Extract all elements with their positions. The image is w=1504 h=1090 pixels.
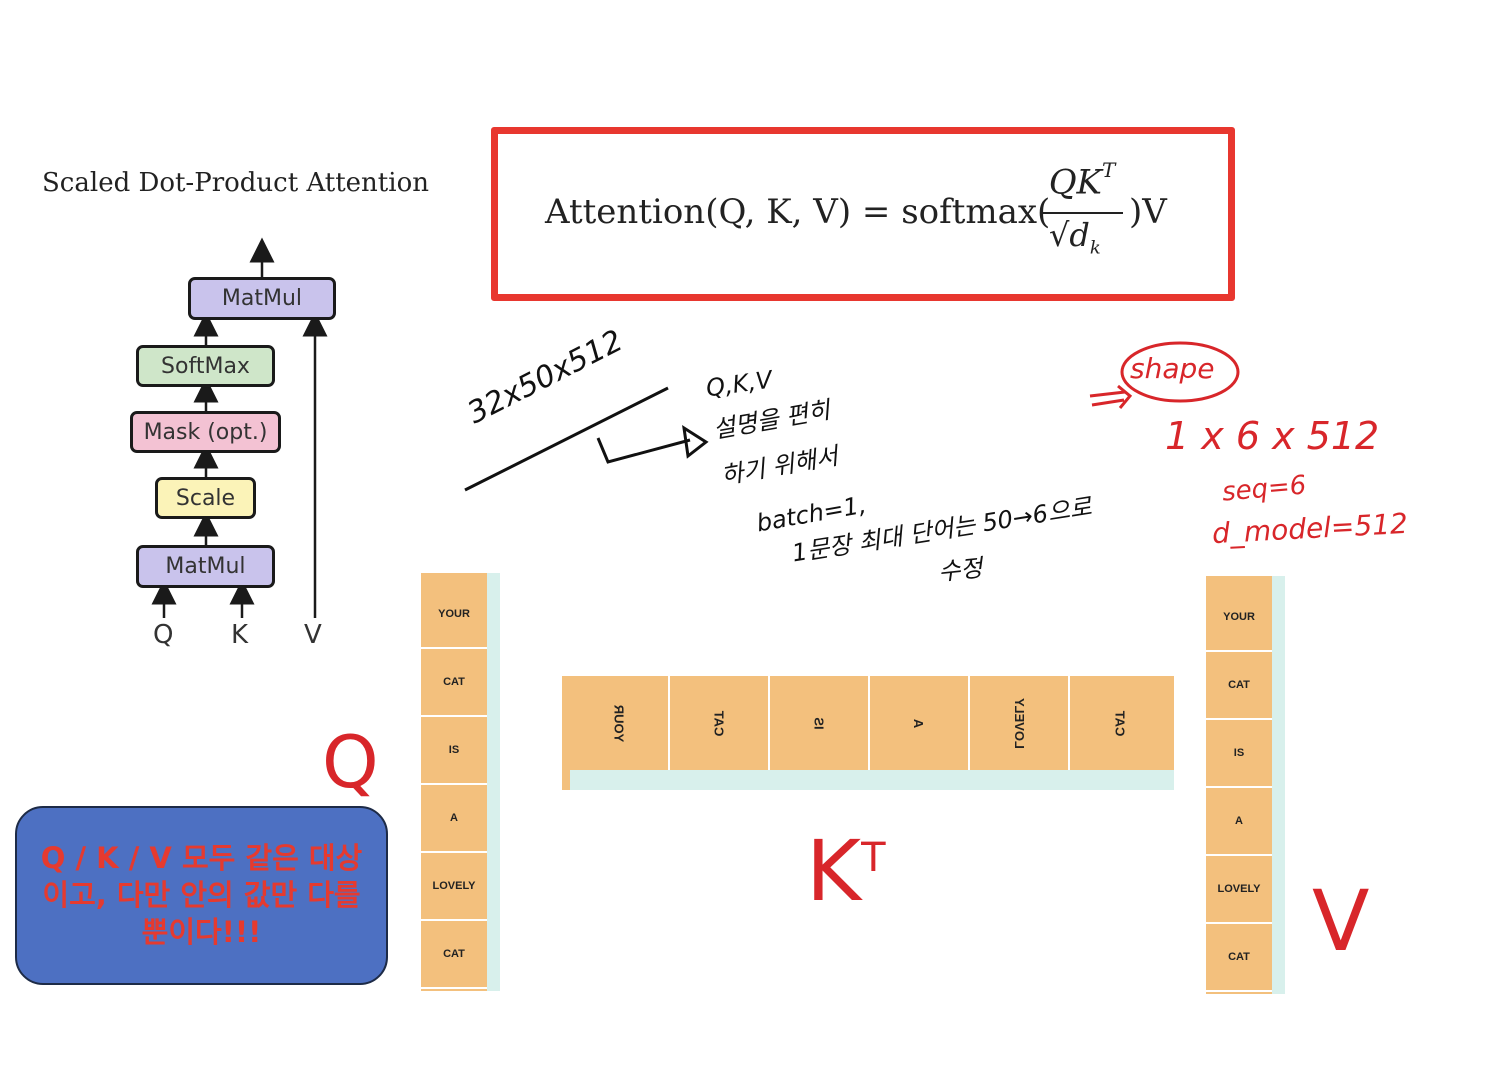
q-token: CAT: [421, 921, 487, 989]
shape-arrow: [1089, 384, 1133, 409]
kt-strip-left-edge: [562, 676, 570, 790]
v-token: YOUR: [1206, 584, 1272, 652]
formula-denominator: √dk: [1049, 216, 1101, 259]
input-q-label: Q: [153, 620, 174, 650]
matmul-top-label: MatMul: [221, 286, 303, 311]
v-strip-edge: [1272, 576, 1285, 994]
handwritten-shape: shape: [1130, 352, 1215, 385]
kt-token: CAT: [1112, 710, 1128, 736]
fraction-bar: [1041, 212, 1123, 214]
q-token-strip: YOUR CAT IS A LOVELY CAT: [421, 581, 487, 991]
scale-block: Scale: [155, 477, 256, 519]
kt-token: LOVELY: [970, 676, 1070, 770]
v-token: A: [1206, 788, 1272, 856]
v-token-strip: YOUR CAT IS A LOVELY CAT: [1206, 584, 1272, 994]
note-text: Q / K / V 모두 같은 대상이고, 다만 안의 값만 다를 뿐이다!!!: [40, 841, 363, 949]
formula-rhs: )V: [1129, 192, 1167, 232]
handwritten-note-6: 수정: [936, 553, 984, 587]
softmax-block: SoftMax: [136, 345, 275, 387]
input-v-label: V: [304, 620, 322, 650]
arrow-head-stroke: [682, 424, 709, 459]
matmul-bottom-label: MatMul: [165, 554, 246, 579]
v-token: IS: [1206, 720, 1272, 788]
formula-lhs: Attention(Q, K, V) = softmax(: [545, 192, 1051, 232]
kt-strip-bottom-edge: [570, 770, 1174, 790]
kt-token-strip: YOUR CAT IS A LOVELY CAT: [570, 676, 1174, 770]
mask-label: Mask (opt.): [143, 419, 268, 445]
matmul-top-block: MatMul: [188, 277, 336, 320]
formula-box: [491, 127, 1235, 301]
attention-formula: Attention(Q, K, V) = softmax( QKT √dk )V: [545, 158, 1185, 268]
kt-token: IS: [770, 676, 870, 770]
scale-label: Scale: [175, 485, 236, 511]
softmax-label: SoftMax: [161, 353, 250, 379]
arrow-stroke: [596, 437, 691, 464]
q-token: YOUR: [421, 581, 487, 649]
v-token: LOVELY: [1206, 856, 1272, 924]
note-box: Q / K / V 모두 같은 대상이고, 다만 안의 값만 다를 뿐이다!!!: [15, 806, 388, 985]
mask-block: Mask (opt.): [130, 411, 281, 453]
handwritten-red-dims: 1 x 6 x 512: [1165, 414, 1380, 458]
q-strip-edge: [487, 573, 500, 991]
underline-stroke: [464, 386, 669, 492]
diagram-title: Scaled Dot-Product Attention: [42, 168, 429, 198]
kt-token: CAT: [670, 676, 770, 770]
q-token: A: [421, 785, 487, 853]
q-token: CAT: [421, 649, 487, 717]
handwritten-q-label: Q: [322, 720, 379, 804]
v-token: CAT: [1206, 924, 1272, 992]
formula-fraction: QKT √dk: [1039, 158, 1125, 259]
q-strip-top: [421, 573, 487, 581]
shape-circle: [1120, 341, 1240, 403]
handwritten-v-label: V: [1312, 872, 1370, 970]
q-token: LOVELY: [421, 853, 487, 921]
kt-token: YOUR: [570, 676, 670, 770]
q-token: IS: [421, 717, 487, 785]
kt-token: A: [870, 676, 970, 770]
formula-numerator: QKT: [1048, 158, 1116, 203]
v-strip-top: [1206, 576, 1272, 584]
handwritten-kt-label: KT: [806, 822, 886, 920]
input-k-label: K: [231, 620, 249, 650]
matmul-bottom-block: MatMul: [136, 545, 275, 588]
v-token: CAT: [1206, 652, 1272, 720]
